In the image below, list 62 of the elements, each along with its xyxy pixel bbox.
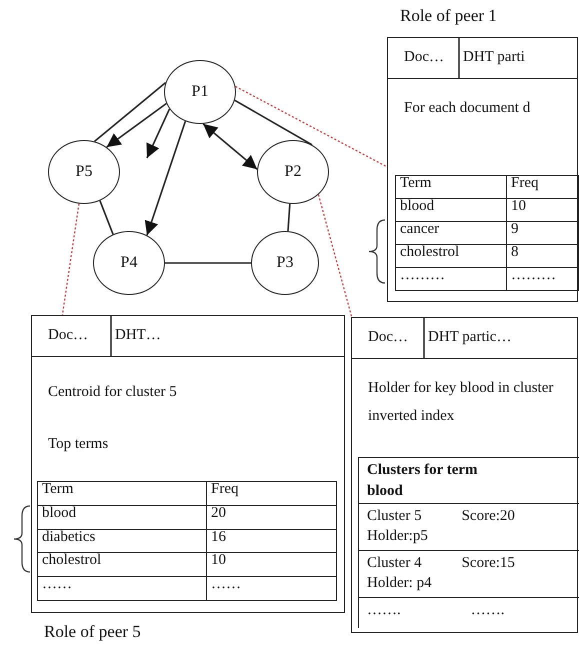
table-cell: cholestrol [396, 244, 506, 268]
connector-line [94, 82, 166, 142]
dotted-line [318, 194, 352, 318]
table-cell: 10 [506, 198, 578, 222]
arrow [144, 120, 186, 236]
tab-label: Doc… [48, 327, 88, 344]
tab-label: DHT partic… [428, 329, 512, 346]
connector-line [165, 262, 251, 264]
table-cell: …… [206, 576, 336, 600]
panel-text: Top terms [48, 435, 110, 454]
connector-line [99, 200, 114, 235]
table-cell: Term [396, 176, 506, 198]
table-cell: 16 [206, 529, 336, 553]
dotted-line [235, 86, 388, 168]
table-cell-text: Cluster 5 [367, 508, 422, 524]
panel-heading: Role of peer 1 [400, 6, 497, 26]
connector-line [287, 204, 291, 232]
table-cell-text: Score:15 [462, 555, 515, 571]
arrow [146, 108, 170, 158]
panel-text: Holder for key blood in cluster inverted index [368, 379, 554, 426]
cluster-table [358, 457, 579, 628]
table-cell: Term [38, 482, 206, 506]
term-table [37, 481, 337, 601]
panel-text: Centroid for cluster 5 [48, 383, 178, 402]
double-arrow [202, 123, 258, 170]
table-cell: 9 [506, 222, 578, 244]
tab-label: DHT parti [463, 49, 525, 66]
peer-label: P1 [192, 83, 208, 101]
table-cell: 8 [506, 244, 578, 268]
table-cell: 10 [206, 552, 336, 577]
panel-text: For each document d [404, 99, 532, 118]
peer-label: P3 [276, 254, 294, 272]
role-panel [351, 317, 578, 633]
term-table [395, 175, 579, 291]
table-cell-text: ……. [470, 602, 504, 618]
table-header: Clusters for term blood [367, 461, 479, 501]
table-cell-text: ……. [367, 602, 401, 618]
table-cell-text: Holder: p4 [367, 575, 432, 591]
table-cell: Freq [206, 482, 336, 506]
tab-label: DHT… [115, 327, 161, 344]
table-cell: diabetics [38, 529, 206, 553]
peer-label: P5 [76, 163, 92, 181]
table-cell-text: Cluster 4 [367, 555, 422, 571]
peer-label: P2 [284, 163, 302, 181]
table-cell: cholestrol [38, 552, 206, 577]
peer-label: P4 [120, 254, 138, 272]
peer-circle [48, 140, 120, 204]
arrow [106, 102, 167, 148]
table-cell: 20 [206, 505, 336, 530]
tab-label: Doc… [368, 329, 408, 346]
panel-heading: Role of peer 5 [44, 622, 141, 642]
table-cell: blood [38, 505, 206, 530]
table-cell: cancer [396, 222, 506, 244]
table-cell-text: Holder:p5 [367, 528, 428, 544]
table-cell: blood [396, 198, 506, 222]
table-cell: Freq [506, 176, 578, 198]
table-cell: ……… [506, 268, 578, 290]
table-cell-text: Score:20 [462, 508, 515, 524]
dotted-line [62, 204, 80, 316]
tab-label: Doc… [404, 49, 444, 66]
table-cell: …… [38, 576, 206, 600]
table-cell: ……… [396, 268, 506, 290]
